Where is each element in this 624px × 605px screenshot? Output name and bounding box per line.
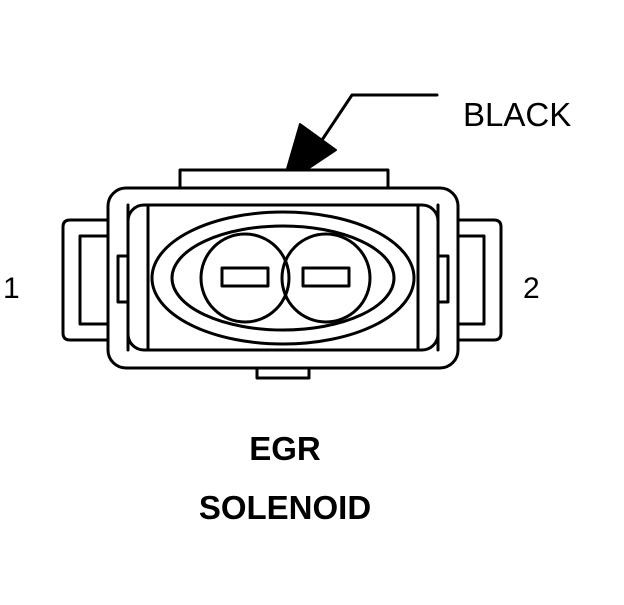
left-latch-tab bbox=[61, 218, 110, 342]
right-latch-tab bbox=[456, 218, 503, 342]
pin-number-1: 1 bbox=[3, 272, 20, 305]
terminal-cavity-2 bbox=[280, 232, 372, 324]
pin-number-2: 2 bbox=[523, 272, 540, 305]
inner-seal-oval bbox=[170, 224, 396, 332]
component-title-line1: EGR bbox=[249, 430, 321, 467]
component-title-line2: SOLENOID bbox=[198, 489, 372, 526]
leader-line bbox=[316, 93, 439, 148]
wire-color-label: BLACK bbox=[463, 96, 572, 133]
outer-seal-oval bbox=[150, 210, 416, 346]
terminal-cavity-1 bbox=[199, 232, 291, 324]
connector-shroud bbox=[116, 203, 450, 352]
